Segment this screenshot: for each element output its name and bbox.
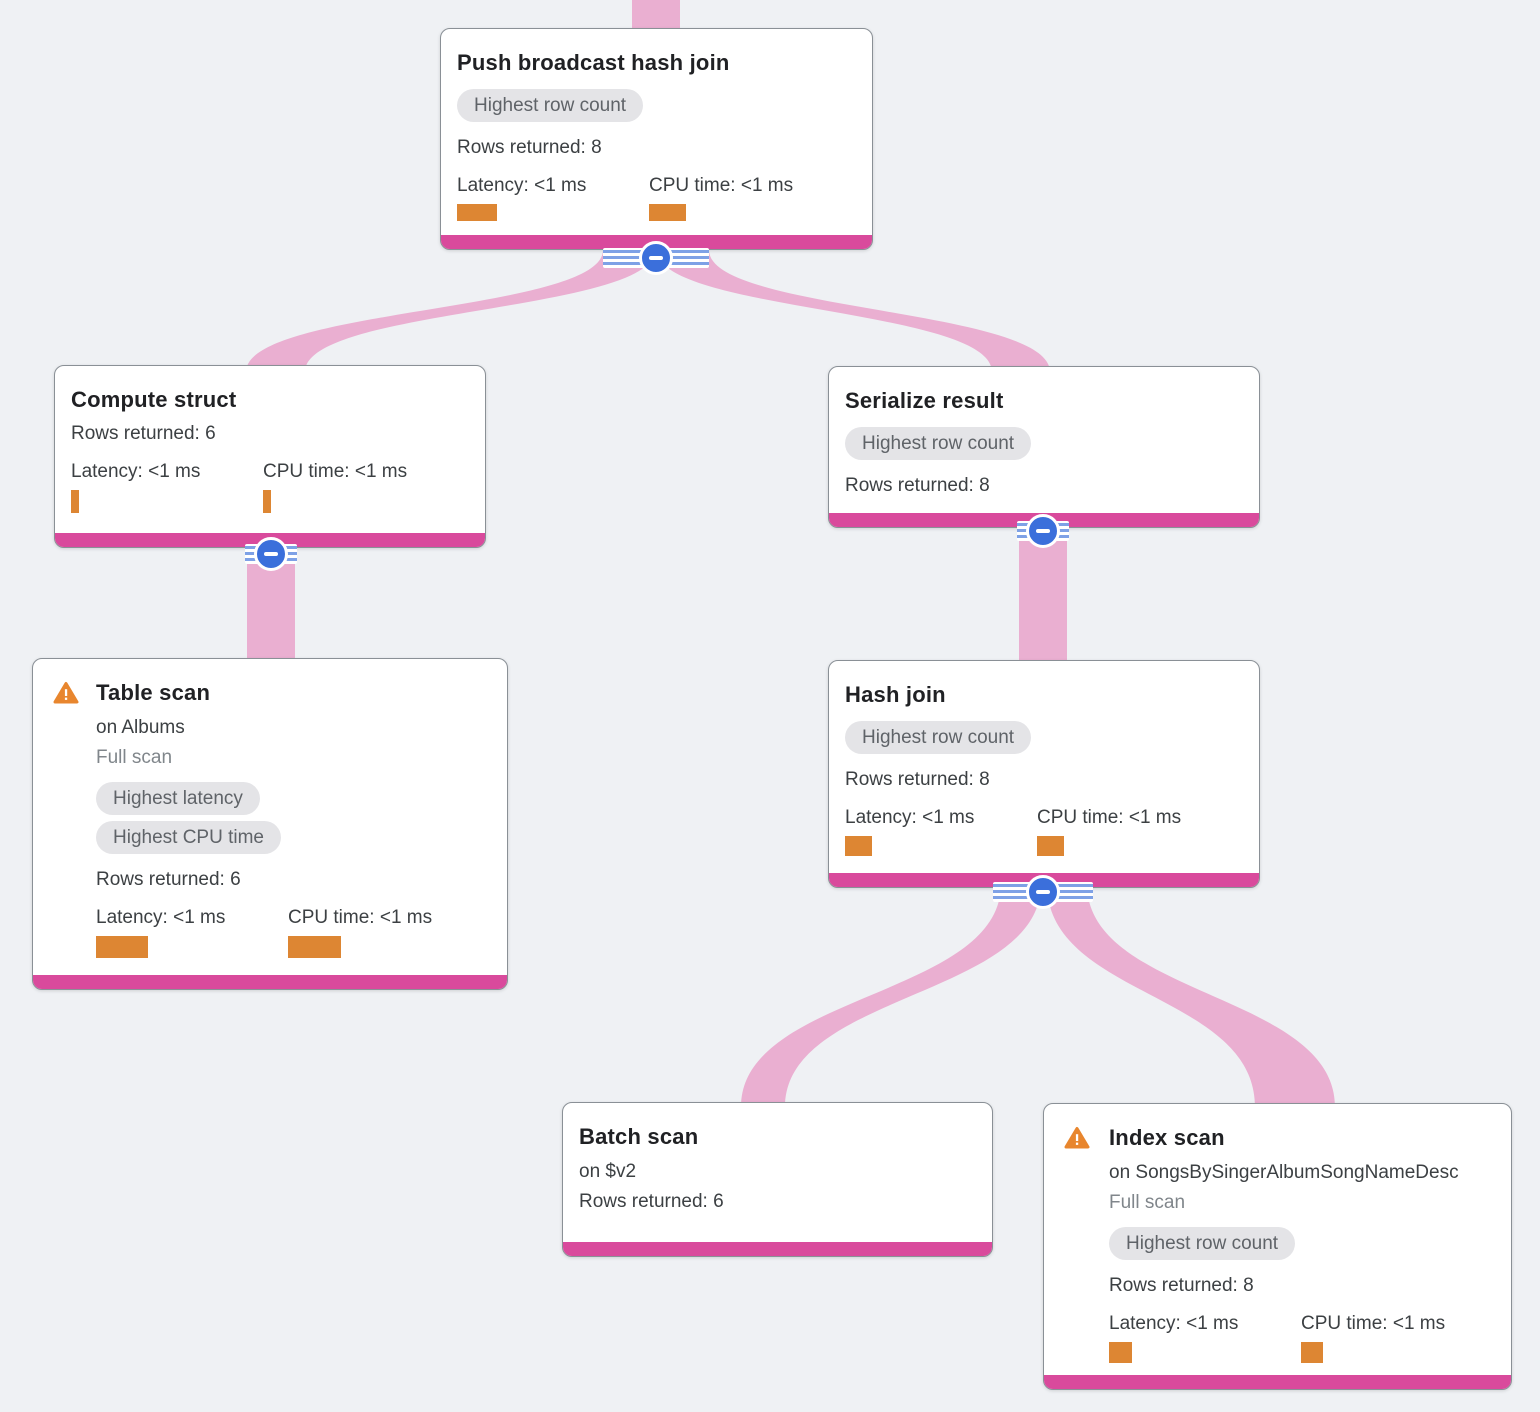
latency-bar: [457, 204, 497, 221]
rows-returned-label: Rows returned: 6: [579, 1191, 724, 1212]
node-card-table-scan[interactable]: Table scan on Albums Full scan Highest l…: [32, 658, 508, 990]
flow-ribbon-hash-to-batch: [741, 884, 1041, 1107]
rows-returned-label: Rows returned: 6: [71, 423, 216, 444]
flow-ribbon-compute-to-table: [247, 544, 295, 666]
node-title: Table scan: [96, 680, 211, 705]
latency-bar: [71, 490, 79, 513]
warning-icon: [1064, 1127, 1090, 1149]
cpu-time-label: CPU time: <1 ms: [649, 175, 794, 196]
node-card-push-broadcast-hash-join[interactable]: Push broadcast hash join Highest row cou…: [440, 28, 873, 250]
flow-ribbon-parent-to-push: [632, 0, 680, 34]
cpu-time-bar: [1037, 836, 1064, 856]
rows-returned-label: Rows returned: 8: [457, 137, 602, 158]
collapse-minus-icon: [1026, 875, 1060, 909]
collapse-control-compute-struct[interactable]: [245, 537, 297, 571]
rows-returned-label: Rows returned: 8: [845, 769, 990, 790]
scan-type-label: Full scan: [96, 747, 173, 768]
rows-returned-label: Rows returned: 6: [96, 869, 241, 890]
latency-label: Latency: <1 ms: [845, 807, 975, 828]
latency-label: Latency: <1 ms: [457, 175, 587, 196]
node-card-index-scan[interactable]: Index scan on SongsBySingerAlbumSongName…: [1043, 1103, 1512, 1390]
badge-highest-row-count: Highest row count: [845, 427, 1032, 460]
node-title: Push broadcast hash join: [457, 50, 730, 75]
latency-label: Latency: <1 ms: [96, 907, 226, 928]
node-card-batch-scan[interactable]: Batch scan on $v2 Rows returned: 6: [562, 1102, 993, 1257]
latency-label: Latency: <1 ms: [1109, 1313, 1239, 1334]
collapse-minus-icon: [639, 241, 673, 275]
cpu-time-label: CPU time: <1 ms: [288, 907, 433, 928]
cpu-time-label: CPU time: <1 ms: [1301, 1313, 1446, 1334]
node-title: Index scan: [1109, 1125, 1225, 1150]
badge-highest-latency: Highest latency: [96, 782, 260, 815]
node-title: Batch scan: [579, 1124, 699, 1149]
rows-returned-label: Rows returned: 8: [1109, 1275, 1254, 1296]
badge-highest-row-count: Highest row count: [845, 721, 1032, 754]
collapse-control-hash-join[interactable]: [993, 875, 1093, 909]
flow-ribbon-serialize-to-hash: [1019, 520, 1067, 666]
cpu-time-bar: [288, 936, 341, 958]
warning-icon: [53, 682, 79, 704]
collapse-minus-icon: [1026, 514, 1060, 548]
node-title: Compute struct: [71, 387, 237, 412]
scan-target-label: on Albums: [96, 717, 185, 738]
flow-ribbon-push-to-serialize: [657, 250, 1050, 372]
rows-returned-label: Rows returned: 8: [845, 475, 990, 496]
latency-label: Latency: <1 ms: [71, 461, 201, 482]
collapse-control-serialize-result[interactable]: [1017, 514, 1069, 548]
collapse-minus-icon: [254, 537, 288, 571]
latency-bar: [96, 936, 148, 958]
scan-type-label: Full scan: [1109, 1192, 1186, 1213]
scan-target-label: on $v2: [579, 1161, 637, 1182]
node-accent-bar: [33, 975, 507, 989]
node-card-hash-join[interactable]: Hash join Highest row count Rows returne…: [828, 660, 1260, 888]
badge-highest-row-count: Highest row count: [457, 89, 644, 122]
collapse-control-push-broadcast-hash-join[interactable]: [603, 241, 709, 275]
cpu-time-bar: [1301, 1342, 1323, 1363]
cpu-time-bar: [263, 490, 271, 513]
latency-bar: [845, 836, 872, 856]
scan-target-label: on SongsBySingerAlbumSongNameDesc: [1109, 1162, 1459, 1183]
cpu-time-label: CPU time: <1 ms: [263, 461, 408, 482]
node-title: Serialize result: [845, 388, 1004, 413]
cpu-time-label: CPU time: <1 ms: [1037, 807, 1182, 828]
node-card-compute-struct[interactable]: Compute struct Rows returned: 6 Latency:…: [54, 365, 486, 548]
cpu-time-bar: [649, 204, 686, 221]
node-accent-bar: [1044, 1375, 1511, 1389]
flow-ribbon-hash-to-index: [1047, 884, 1335, 1107]
node-accent-bar: [563, 1242, 992, 1256]
node-card-serialize-result[interactable]: Serialize result Highest row count Rows …: [828, 366, 1260, 528]
badge-highest-cpu-time: Highest CPU time: [96, 821, 281, 854]
badge-highest-row-count: Highest row count: [1109, 1227, 1296, 1260]
node-title: Hash join: [845, 682, 946, 707]
latency-bar: [1109, 1342, 1132, 1363]
flow-ribbon-push-to-compute: [246, 250, 655, 372]
